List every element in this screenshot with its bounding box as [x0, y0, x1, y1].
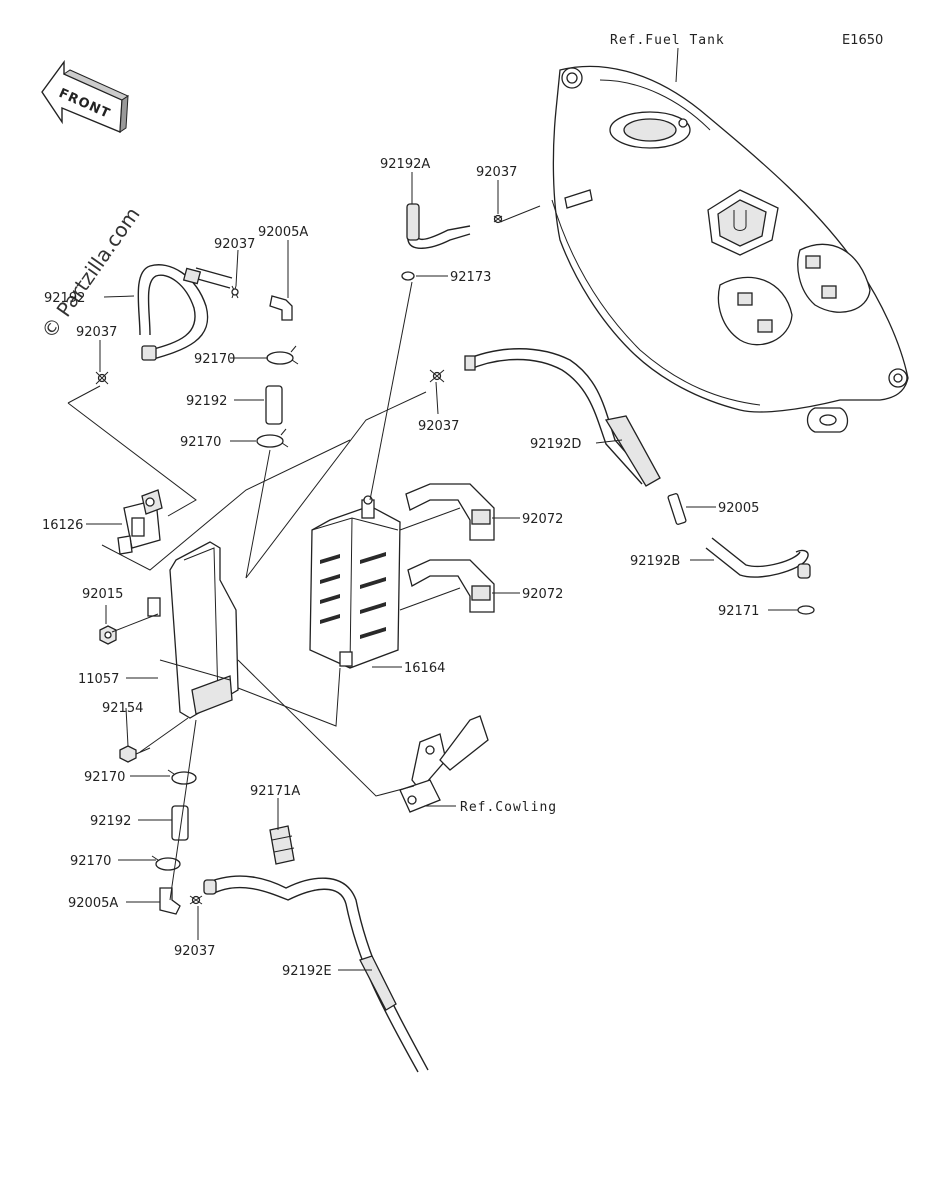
- label-92170-d: 92170: [70, 854, 111, 869]
- label-92192E: 92192E: [282, 964, 332, 979]
- hose-92192B: [705, 547, 809, 578]
- ref-fuel-tank-label: Ref.Fuel Tank: [610, 33, 725, 48]
- clamp-icon: [256, 428, 289, 448]
- canister-16164: [309, 495, 401, 669]
- clamp-icon: [167, 769, 197, 785]
- label-92037-top: 92037: [476, 165, 517, 180]
- label-92192A: 92192A: [380, 157, 430, 172]
- ring-92171: [797, 605, 815, 615]
- clamp-icon: [151, 855, 181, 871]
- holder-92171A: [269, 825, 295, 865]
- label-92170-a: 92170: [194, 352, 235, 367]
- label-92072-b: 92072: [522, 587, 563, 602]
- label-92170-c: 92170: [84, 770, 125, 785]
- label-92005: 92005: [718, 501, 759, 516]
- label-16126: 16126: [42, 518, 83, 533]
- nut-92015: [99, 625, 117, 645]
- label-92170-b: 92170: [180, 435, 221, 450]
- solenoid-valve-16126: [117, 489, 163, 555]
- clip-icon: [189, 895, 203, 905]
- elbow-fitting-92005A-low: [159, 887, 181, 915]
- label-92037-low: 92037: [174, 944, 215, 959]
- hose-92192-mid: [265, 385, 283, 425]
- label-92005A-top: 92005A: [258, 225, 308, 240]
- label-92192B: 92192B: [630, 554, 680, 569]
- hose-92192-low: [171, 805, 189, 841]
- label-92037-a: 92037: [214, 237, 255, 252]
- label-92192-hose-top: 92192: [44, 291, 85, 306]
- label-92037-left: 92037: [76, 325, 117, 340]
- clip-icon: [493, 214, 503, 224]
- joint-92005: [667, 493, 687, 525]
- strap-92072: [405, 483, 495, 541]
- label-92173: 92173: [450, 270, 491, 285]
- leader-lines: [67, 47, 798, 971]
- ref-cowling-label: Ref.Cowling: [460, 800, 557, 815]
- strap-92072: [407, 559, 495, 613]
- label-92005A-low: 92005A: [68, 896, 118, 911]
- clip-icon: [429, 369, 445, 383]
- fuel-tank: [551, 65, 909, 433]
- ring-92173: [401, 271, 415, 281]
- cowling-bracket: [399, 715, 489, 813]
- clip-icon: [231, 285, 239, 299]
- label-16164: 16164: [404, 661, 445, 676]
- label-92171A: 92171A: [250, 784, 300, 799]
- diagram-code: E1650: [842, 33, 883, 48]
- front-arrow-icon: FRONT: [41, 59, 130, 134]
- label-92154: 92154: [102, 701, 143, 716]
- label-92037-mid: 92037: [418, 419, 459, 434]
- elbow-fitting-92005A: [269, 295, 293, 321]
- clamp-icon: [266, 345, 299, 365]
- label-92171: 92171: [718, 604, 759, 619]
- label-92192-low: 92192: [90, 814, 131, 829]
- bracket-11057: [147, 541, 239, 719]
- label-92015: 92015: [82, 587, 123, 602]
- clip-icon: [95, 371, 109, 385]
- watermark: © Partzilla.com: [36, 203, 144, 343]
- label-92072-a: 92072: [522, 512, 563, 527]
- label-11057: 11057: [78, 672, 119, 687]
- label-92192D: 92192D: [530, 437, 581, 452]
- label-92192-mid: 92192: [186, 394, 227, 409]
